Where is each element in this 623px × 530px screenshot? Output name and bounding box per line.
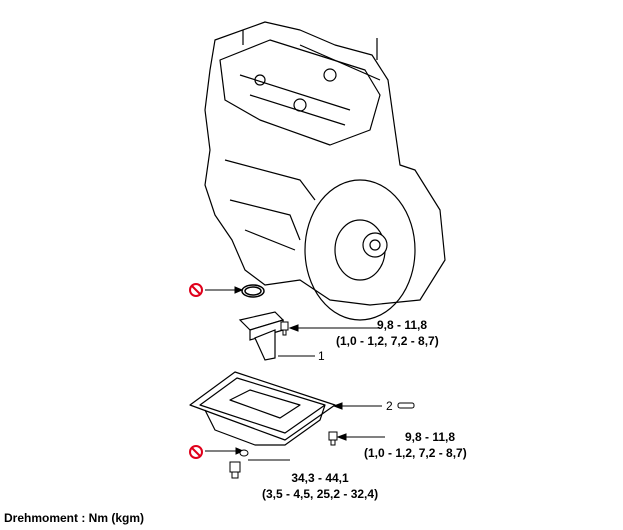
torque-detail: (1,0 - 1,2, 7,2 - 8,7) — [364, 446, 467, 460]
engine-block — [204, 21, 446, 321]
bolts — [229, 321, 415, 479]
torque-nm: 9,8 - 11,8 — [376, 318, 428, 332]
no-reuse-icon — [189, 445, 203, 459]
o-ring — [241, 284, 265, 298]
oil-strainer — [238, 311, 285, 361]
torque-unit-footer: Drehmoment : Nm (kgm) — [4, 511, 145, 525]
leader-lines — [205, 286, 385, 461]
oil-pan — [189, 371, 336, 446]
torque-detail: (1,0 - 1,2, 7,2 - 8,7) — [336, 334, 439, 348]
torque-spec-strainer-bolt: 9,8 - 11,8 — [352, 318, 452, 332]
part-label-1: 1 — [318, 349, 325, 363]
part-label-2: 2 — [386, 399, 393, 413]
torque-spec-oil-pan-bolt: 9,8 - 11,8 — [404, 430, 456, 444]
no-reuse-icon — [189, 283, 203, 297]
torque-spec-drain-plug: 34,3 - 44,1 — [291, 471, 349, 485]
torque-detail: (3,5 - 4,5, 25,2 - 32,4) — [262, 487, 379, 501]
